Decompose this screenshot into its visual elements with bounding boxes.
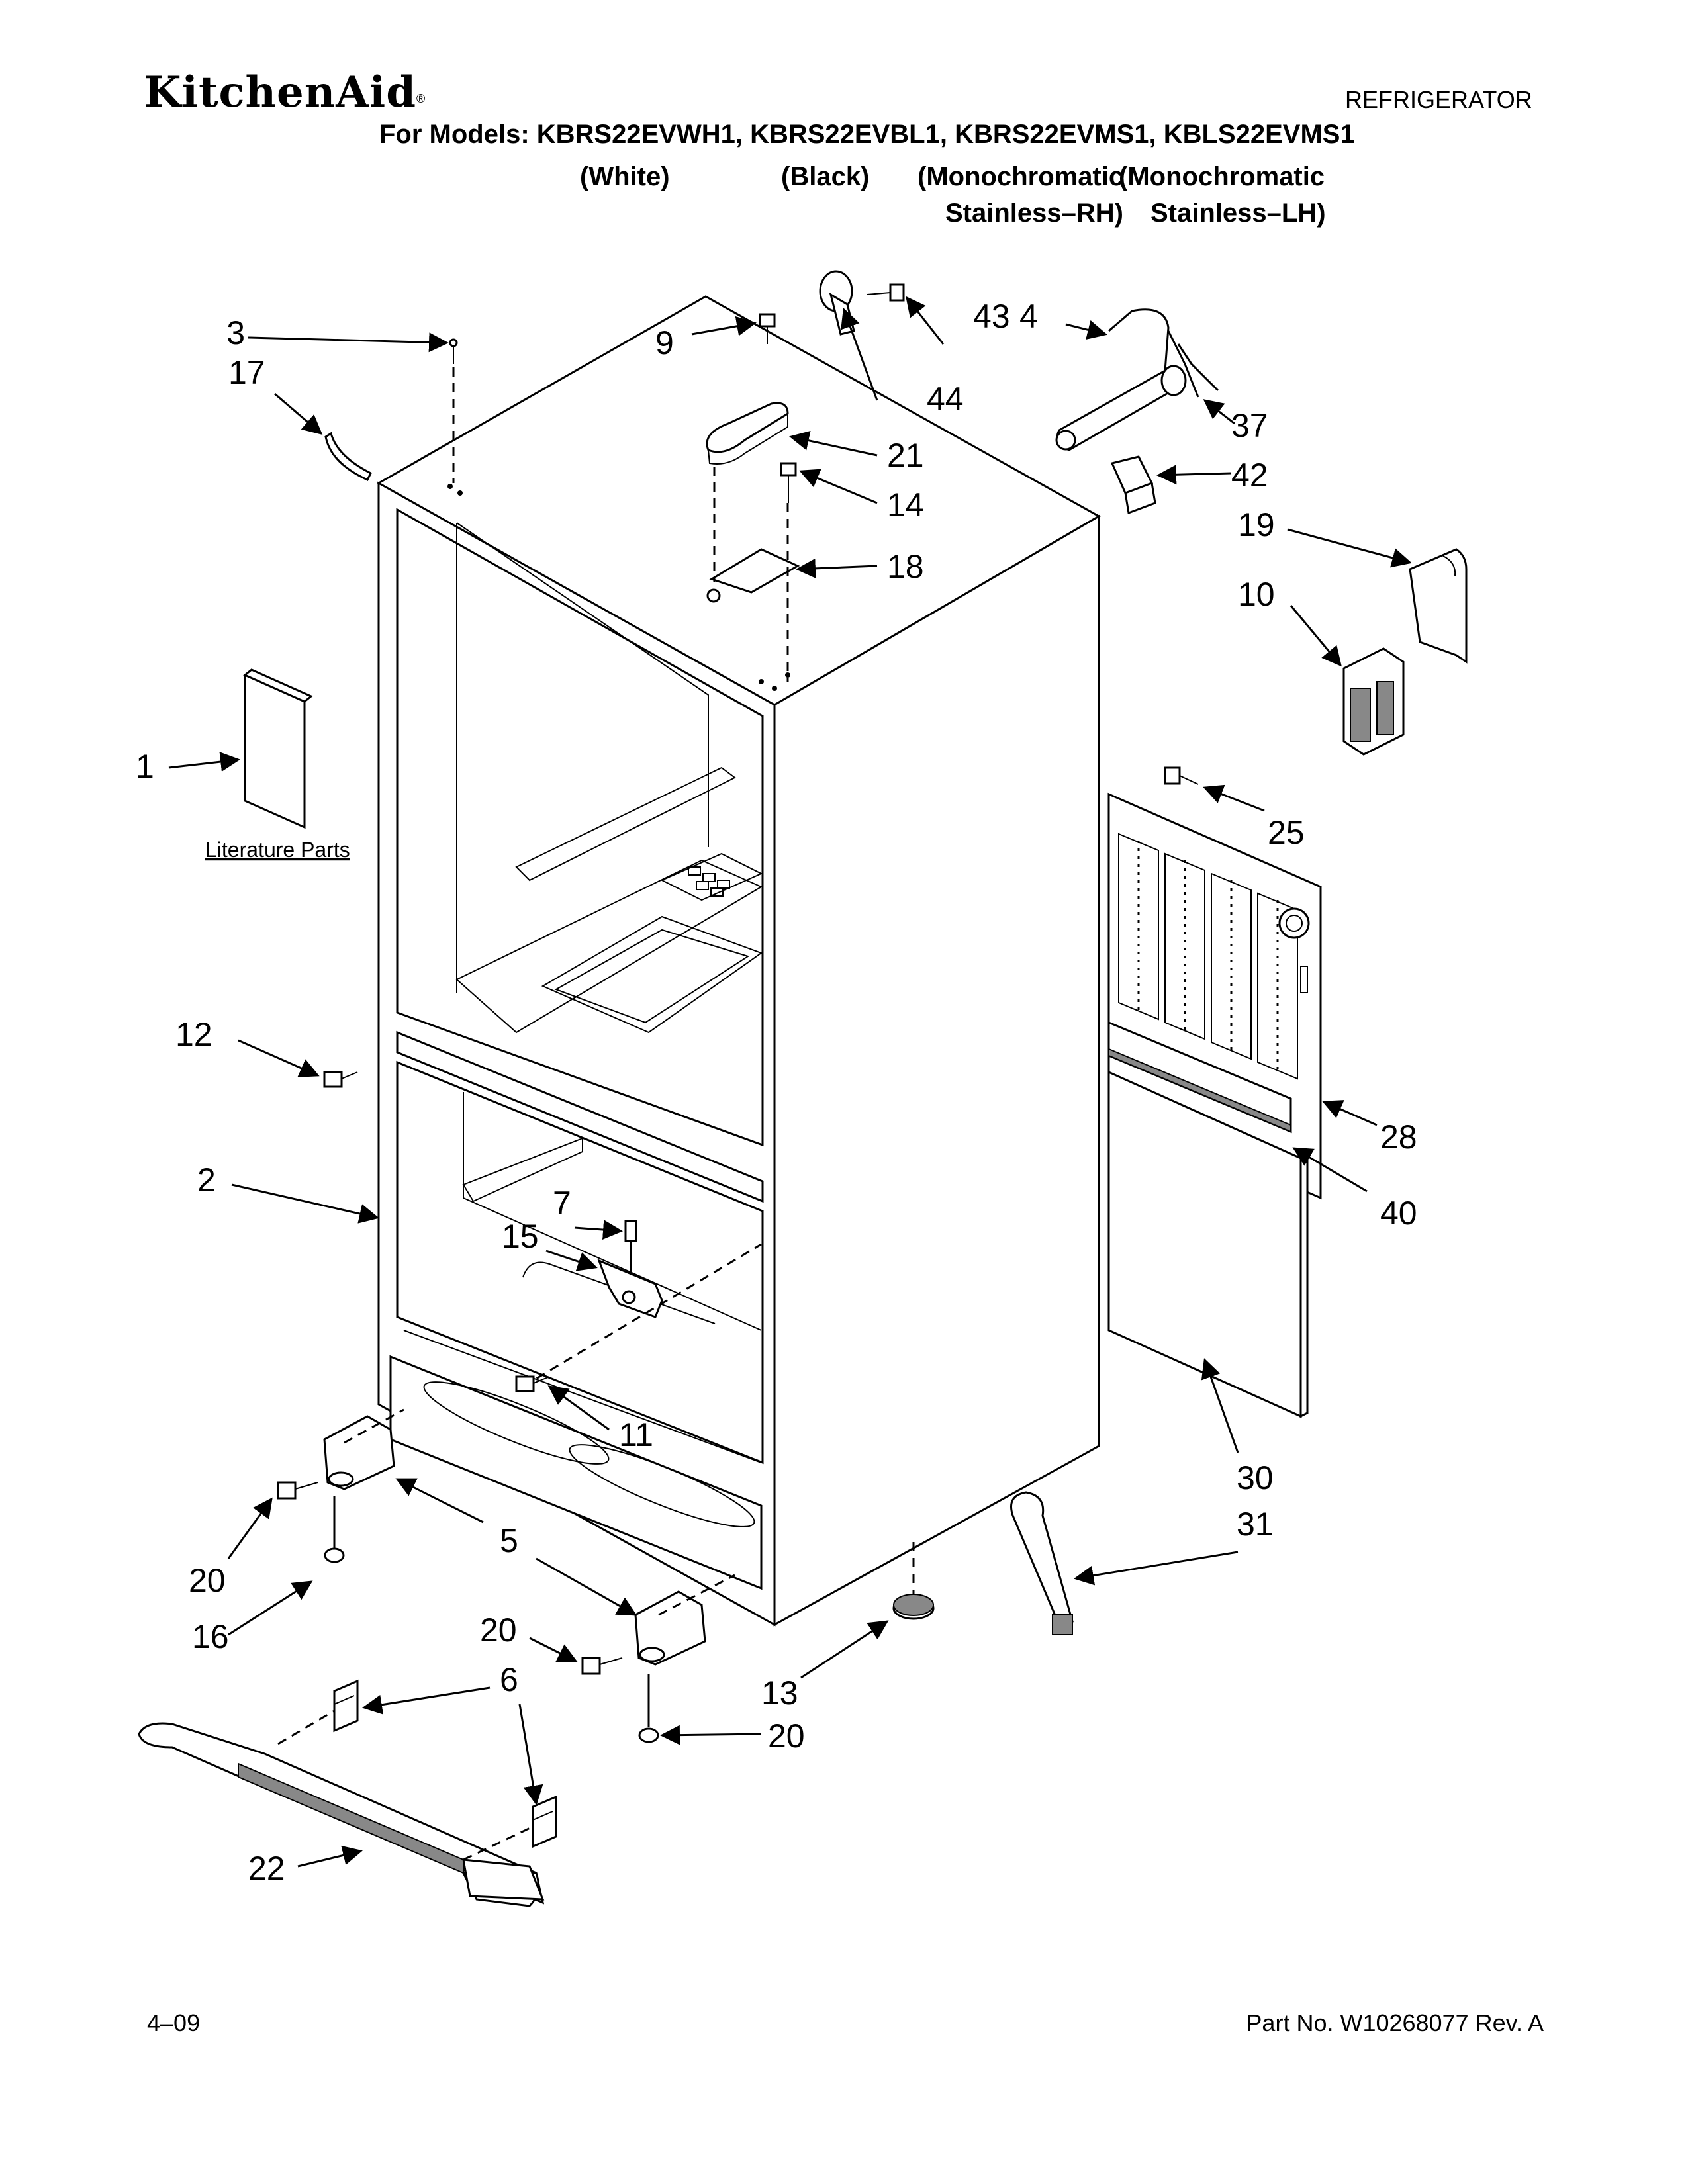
part-20-screw-left	[277, 1481, 318, 1500]
variant-white: (White)	[580, 162, 670, 191]
part-16-leveling-leg	[324, 1496, 345, 1563]
callout-14: 14	[887, 486, 924, 523]
callout-22: 22	[248, 1850, 285, 1887]
part-20-screw-right	[581, 1657, 623, 1675]
callout-20-leg: 20	[768, 1717, 805, 1754]
part-number: Part No. W10268077 Rev. A	[1246, 2009, 1544, 2036]
part-7-pin	[624, 1220, 637, 1277]
registered-mark: ®	[416, 92, 426, 105]
variant-mono-rh-bottom: Stainless–RH)	[945, 199, 1123, 228]
callout-7: 7	[553, 1185, 571, 1222]
variant-black: (Black)	[781, 162, 870, 191]
part-14-screw	[780, 462, 797, 503]
part-6-clip-lower	[532, 1795, 557, 1848]
callouts: 1 2 3 4 5 6 7 9 10 11 12 13 14 15 16 17 …	[136, 298, 1417, 1887]
callout-15: 15	[502, 1218, 539, 1255]
literature-parts: Literature Parts	[205, 668, 350, 862]
revision-date: 4–09	[147, 2009, 201, 2036]
callout-16: 16	[192, 1618, 229, 1655]
brand-name: KitchenAid	[144, 68, 416, 117]
callout-28: 28	[1380, 1118, 1417, 1156]
callout-2: 2	[197, 1161, 216, 1199]
part-20-leveling-leg-right	[638, 1674, 659, 1743]
part-40-seal-strip	[1107, 1021, 1292, 1134]
callout-20-right: 20	[480, 1612, 517, 1649]
models-line: For Models: KBRS22EVWH1, KBRS22EVBL1, KB…	[379, 120, 1355, 149]
part-4-water-tube	[1055, 308, 1187, 451]
part-13-roller	[892, 1594, 935, 1620]
callout-5: 5	[500, 1522, 518, 1559]
callout-30: 30	[1237, 1459, 1274, 1496]
callout-25: 25	[1268, 814, 1305, 851]
part-12-screw	[323, 1071, 358, 1088]
callout-31: 31	[1237, 1506, 1274, 1543]
part-37-fitting	[1167, 330, 1219, 398]
callout-19: 19	[1238, 506, 1275, 543]
part-22-base-grille	[138, 1722, 545, 1907]
part-6-clip-upper	[333, 1679, 359, 1733]
vent-grille	[688, 866, 730, 897]
callout-4: 4	[1019, 298, 1038, 335]
callout-17: 17	[228, 354, 265, 391]
callout-37: 37	[1231, 407, 1268, 444]
part-15-hinge-bracket	[597, 1259, 663, 1318]
part-30-kick-panel	[1107, 1070, 1309, 1418]
base-kick-panel	[389, 1355, 763, 1590]
callout-10: 10	[1238, 576, 1275, 613]
part-43-screw	[867, 283, 905, 302]
cabinet-right-side	[773, 514, 1100, 1627]
part-42-clip	[1110, 455, 1156, 515]
callout-42: 42	[1231, 457, 1268, 494]
brand-logo: KitchenAid®	[144, 71, 426, 114]
callout-6: 6	[500, 1661, 518, 1698]
fresh-food-opening	[396, 508, 764, 1147]
part-17-shim	[324, 432, 373, 481]
callout-12: 12	[175, 1016, 212, 1053]
part-25-screw	[1164, 766, 1199, 785]
variant-mono-rh-top: (Monochromatic	[917, 162, 1124, 191]
part-9-screw	[759, 313, 776, 344]
part-21-hinge-cover	[706, 402, 789, 465]
callout-1: 1	[136, 748, 154, 785]
callout-11: 11	[619, 1416, 653, 1453]
callout-13: 13	[761, 1674, 798, 1711]
variant-mono-lh-bottom: Stainless–LH)	[1150, 199, 1326, 228]
part-5-leveling-bracket-right	[634, 1590, 706, 1666]
leader-lines	[168, 296, 1412, 1868]
part-19-cover	[1409, 548, 1468, 664]
part-31-wrench	[1010, 1491, 1074, 1635]
callout-40: 40	[1380, 1195, 1417, 1232]
callout-18: 18	[887, 548, 924, 585]
part-3-screw	[449, 338, 458, 364]
product-category: REFRIGERATOR	[1345, 86, 1532, 113]
callout-3: 3	[226, 314, 245, 351]
callout-43: 43	[973, 298, 1010, 335]
callout-20-left: 20	[189, 1562, 226, 1599]
part-11-screw	[515, 1375, 550, 1392]
variant-mono-lh-top: (Monochromatic	[1119, 162, 1325, 191]
part-10-bracket	[1342, 647, 1405, 756]
callout-44: 44	[927, 381, 964, 418]
callout-21: 21	[887, 437, 924, 474]
refrigerator-cabinet	[376, 295, 1102, 1627]
part-5-leveling-bracket-left	[323, 1415, 395, 1490]
literature-parts-label: Literature Parts	[205, 838, 350, 862]
callout-9: 9	[655, 324, 674, 361]
